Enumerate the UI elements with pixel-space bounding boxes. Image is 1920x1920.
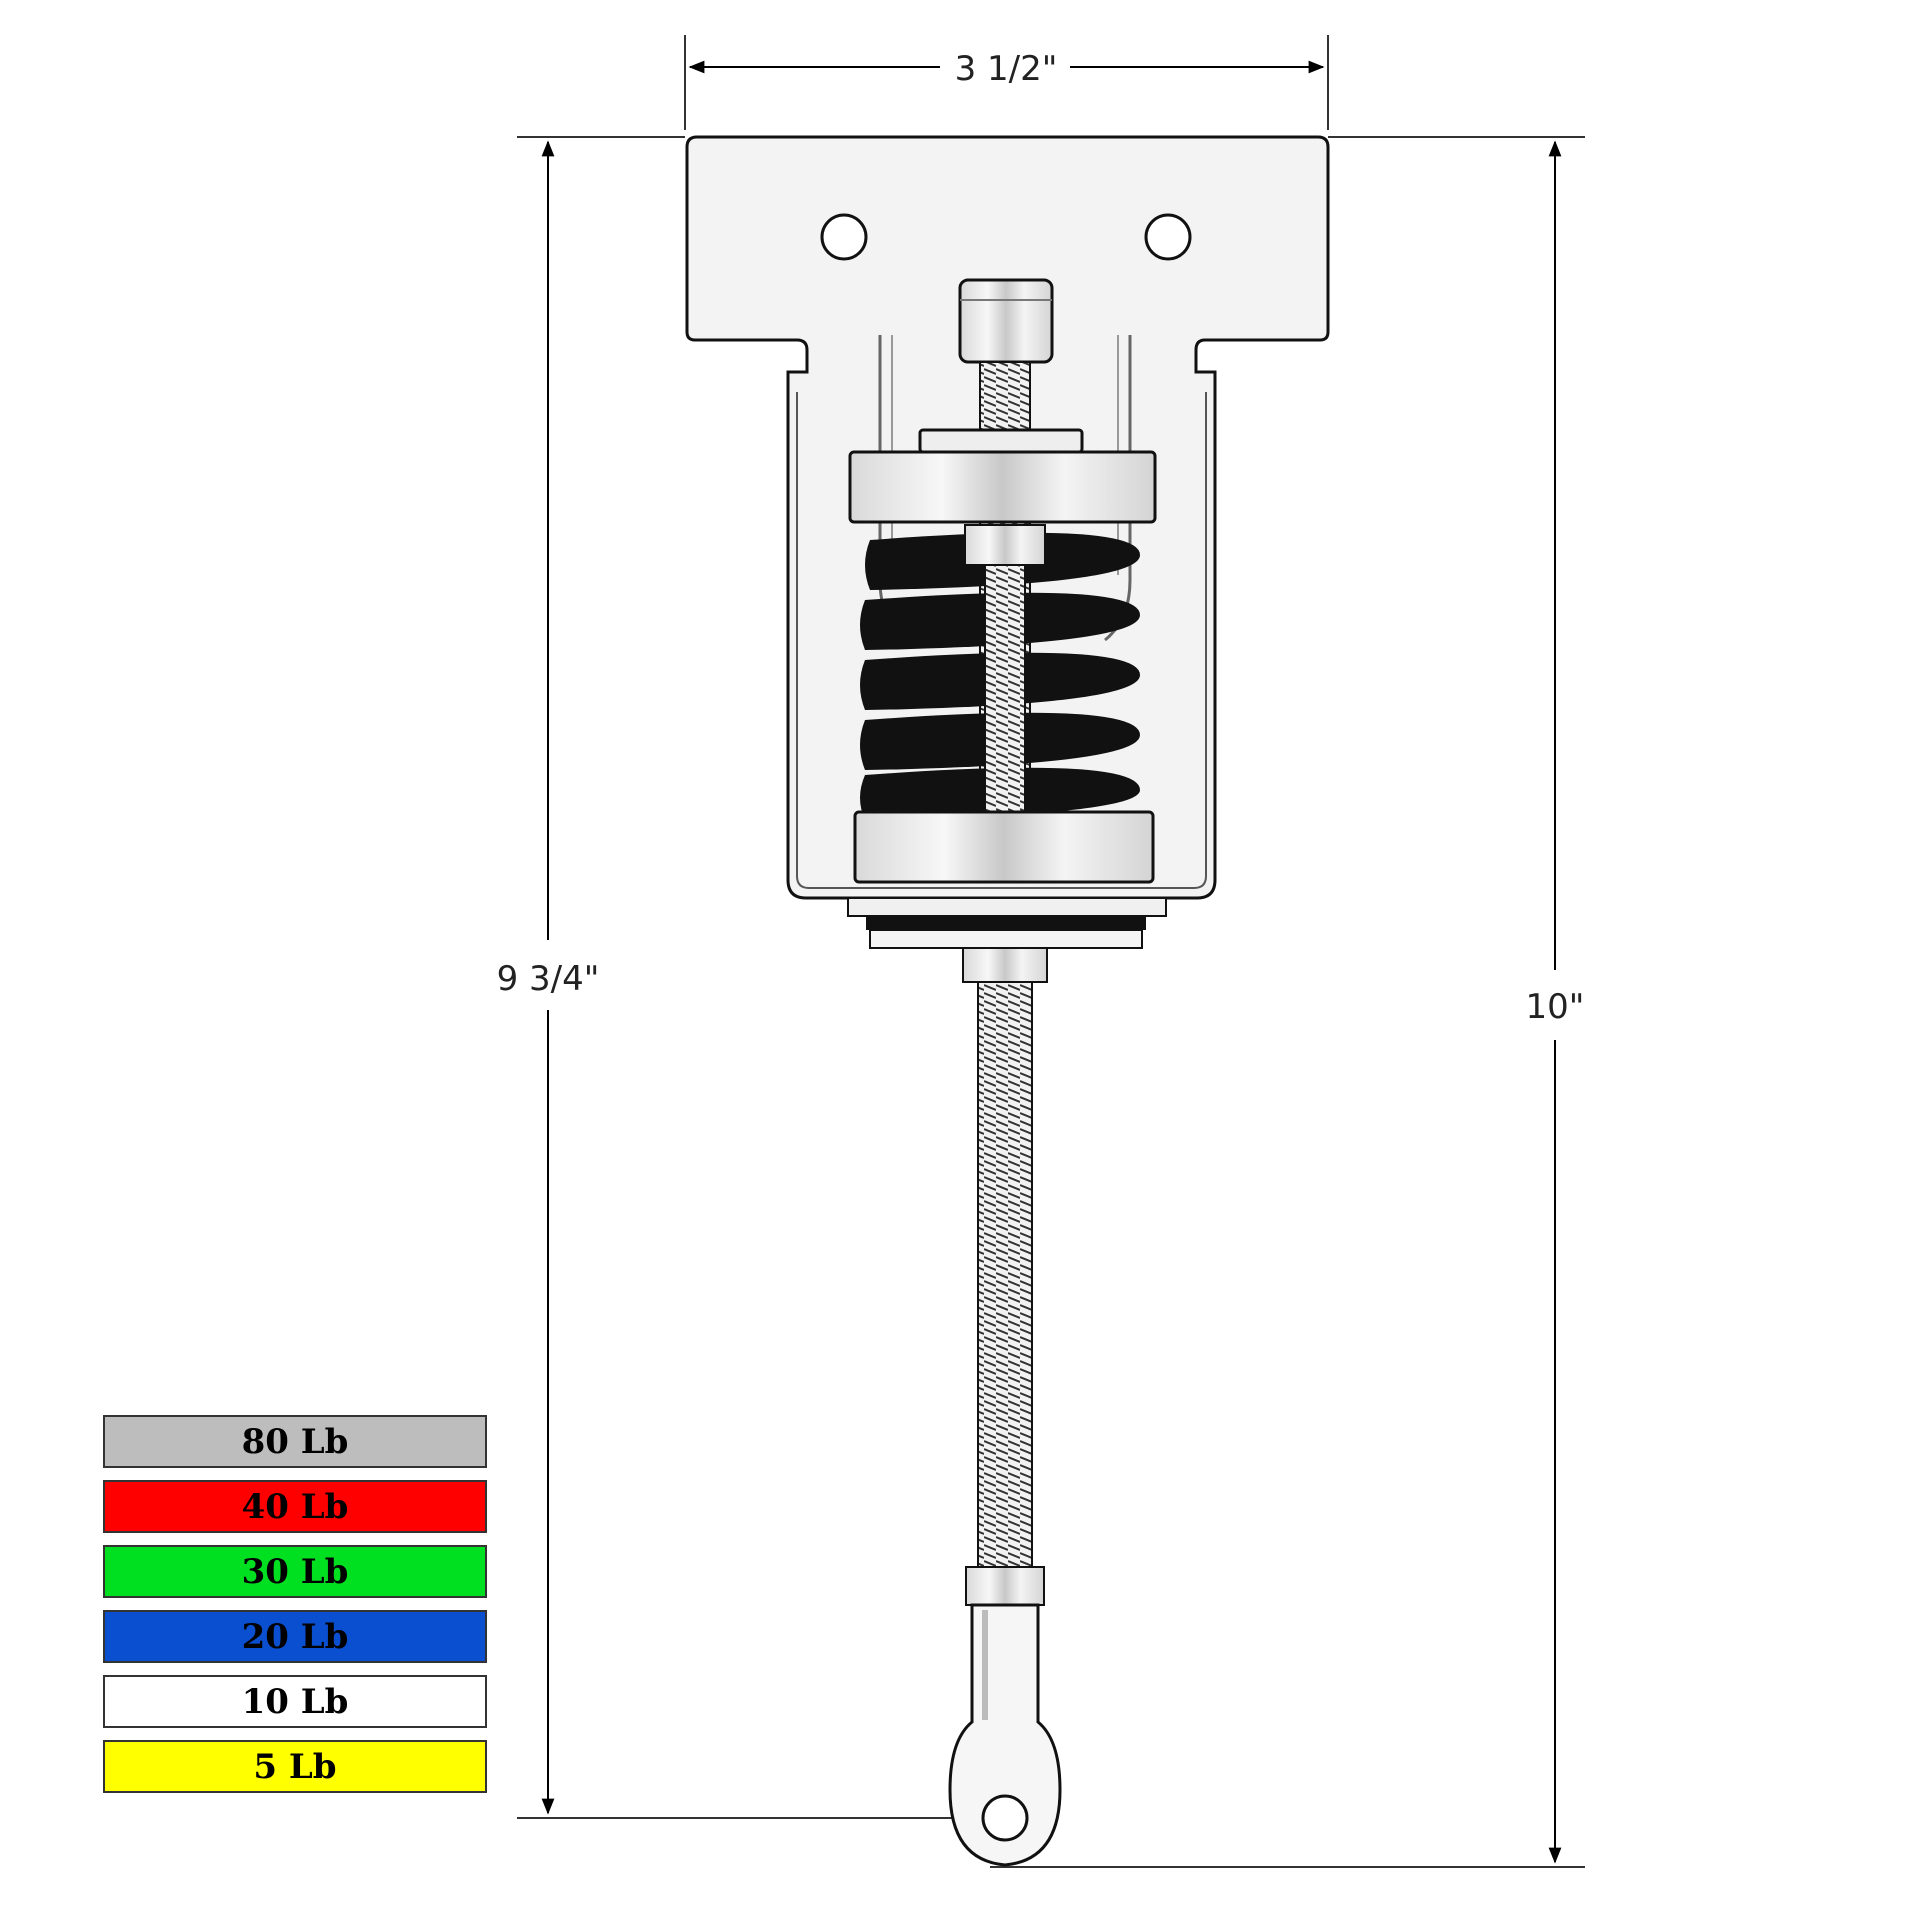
top-spring-cap	[848, 450, 1157, 524]
left-height-dimension: 9 3/4"	[497, 136, 985, 1819]
lower-nut	[962, 947, 1048, 983]
bottom-plates	[847, 897, 1167, 949]
rod-coupling	[965, 1566, 1045, 1606]
eye-hole	[981, 1794, 1029, 1842]
lower-threaded-rod	[977, 981, 1033, 1568]
legend-item-30-lb: 30 Lb	[103, 1545, 487, 1598]
top-washer	[918, 428, 1084, 454]
legend-item-5-lb: 5 Lb	[103, 1740, 487, 1793]
bottom-spring-cup	[853, 810, 1155, 884]
legend-item-40-lb: 40 Lb	[103, 1480, 487, 1533]
left-height-label: 9 3/4"	[497, 959, 600, 999]
load-rating-legend: 80 Lb 40 Lb 30 Lb 20 Lb 10 Lb 5 Lb	[103, 1415, 487, 1793]
legend-item-20-lb: 20 Lb	[103, 1610, 487, 1663]
legend-item-10-lb: 10 Lb	[103, 1675, 487, 1728]
mounting-hole-right	[1144, 213, 1192, 261]
eye-bolt	[948, 1603, 1062, 1867]
mounting-hole-left	[820, 213, 868, 261]
right-height-label: 10"	[1526, 987, 1585, 1027]
width-dimension-label: 3 1/2"	[955, 49, 1058, 89]
inner-nut	[964, 524, 1046, 566]
top-nut	[958, 278, 1054, 364]
width-dimension: 3 1/2"	[684, 35, 1329, 130]
right-height-dimension: 10"	[990, 136, 1585, 1868]
legend-item-80-lb: 80 Lb	[103, 1415, 487, 1468]
coil-spring	[860, 532, 1140, 820]
